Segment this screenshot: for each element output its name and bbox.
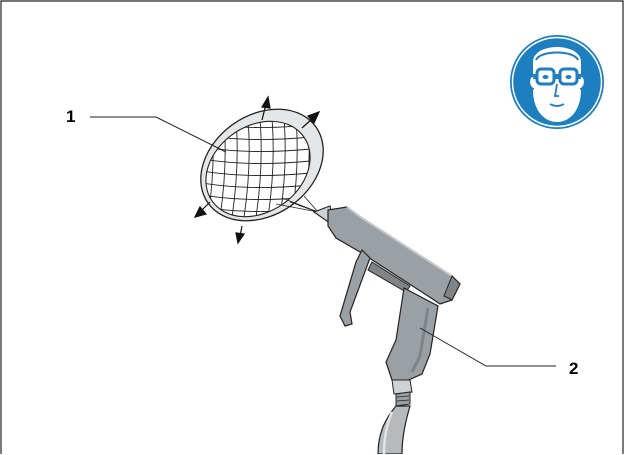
- spray-dish: [195, 101, 324, 231]
- callout-label-1: 1: [66, 107, 76, 126]
- spray-gun: [312, 205, 461, 407]
- callout-label-2: 2: [569, 359, 579, 378]
- leader-line-2: [419, 327, 556, 367]
- eye-protection-icon: [510, 35, 604, 129]
- leader-line-1: [90, 116, 227, 153]
- hose: [377, 405, 411, 454]
- motion-arrows: [193, 95, 321, 245]
